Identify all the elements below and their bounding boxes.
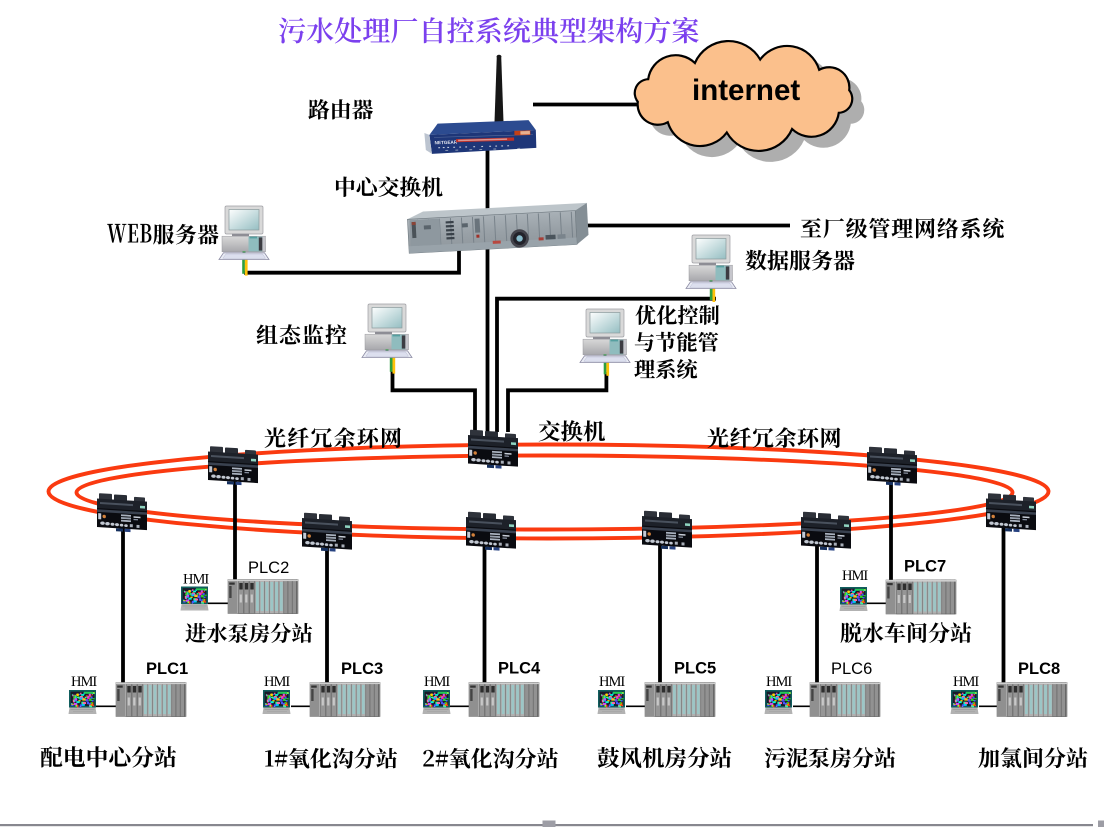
svg-text:HMI: HMI bbox=[766, 674, 792, 690]
svg-text:PLC1: PLC1 bbox=[146, 660, 188, 678]
svg-text:HMI: HMI bbox=[599, 674, 625, 690]
svg-text:HMI: HMI bbox=[424, 674, 450, 690]
svg-text:PLC5: PLC5 bbox=[674, 660, 716, 678]
svg-text:PLC8: PLC8 bbox=[1018, 660, 1060, 678]
svg-text:PLC6: PLC6 bbox=[831, 660, 872, 678]
svg-text:HMI: HMI bbox=[842, 568, 868, 584]
svg-text:HMI: HMI bbox=[183, 572, 209, 588]
svg-text:PLC3: PLC3 bbox=[341, 660, 383, 678]
svg-text:HMI: HMI bbox=[71, 674, 97, 690]
svg-text:PLC4: PLC4 bbox=[498, 660, 541, 678]
svg-text:HMI: HMI bbox=[953, 674, 979, 690]
svg-text:PLC7: PLC7 bbox=[904, 558, 946, 576]
svg-text:PLC2: PLC2 bbox=[248, 559, 289, 577]
svg-text:NETGEAR: NETGEAR bbox=[435, 140, 458, 146]
svg-text:internet: internet bbox=[692, 74, 800, 107]
svg-text:HMI: HMI bbox=[264, 674, 290, 690]
